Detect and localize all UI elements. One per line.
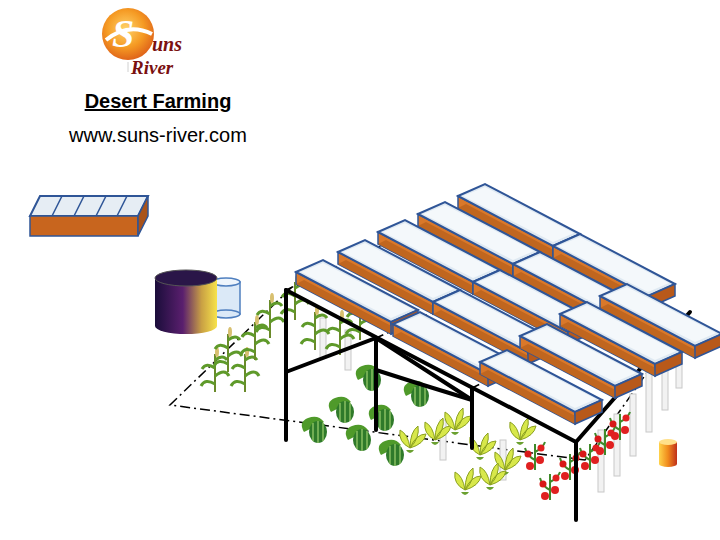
logo-word: uns bbox=[152, 33, 182, 56]
logo-word: River bbox=[131, 57, 173, 79]
website-url: www.suns-river.com bbox=[69, 124, 247, 147]
logo-letter: S bbox=[112, 10, 134, 57]
diagram-title: Desert Farming bbox=[85, 90, 232, 113]
